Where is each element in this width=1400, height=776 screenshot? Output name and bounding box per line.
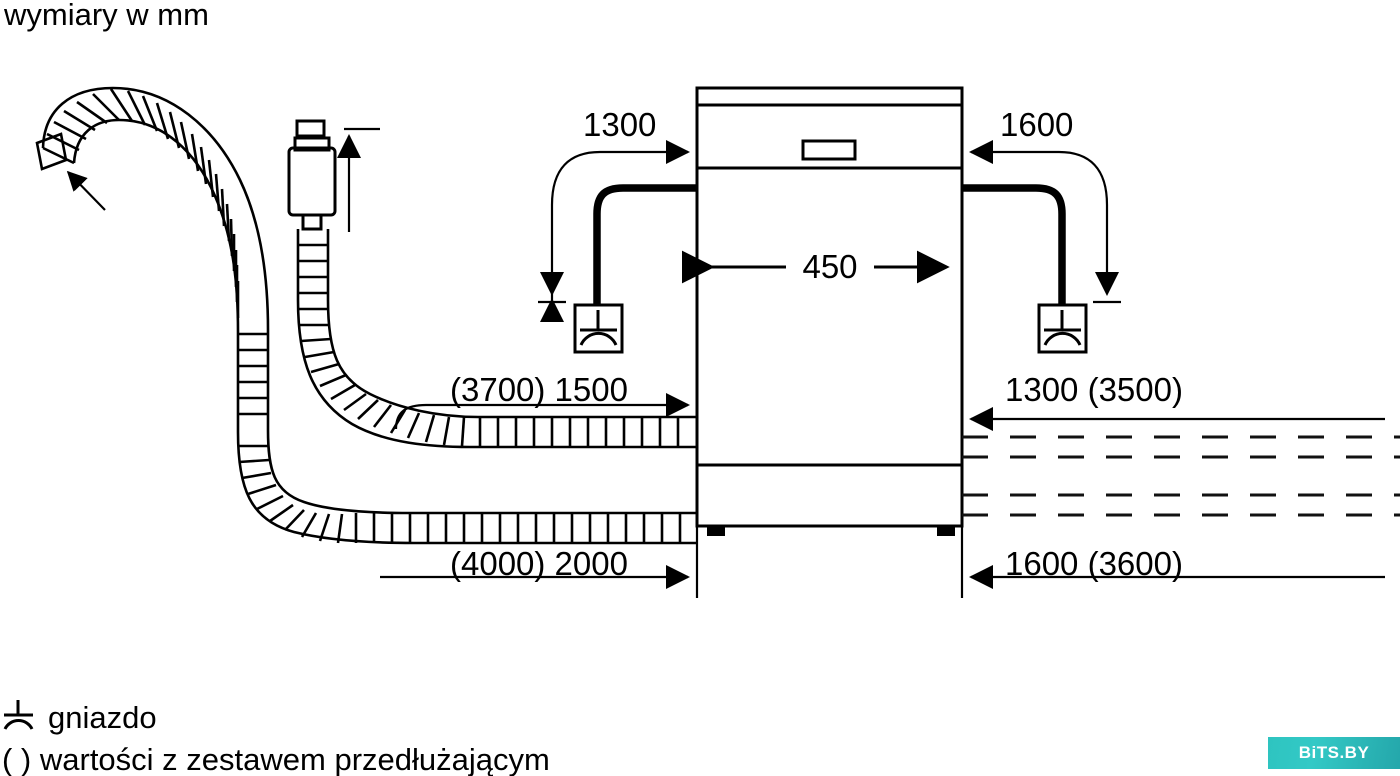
drain-hose-left-lower-run	[236, 429, 697, 545]
inlet-hose-left-corrugated	[296, 229, 697, 449]
aquastop-body	[287, 146, 337, 217]
aquastop-collar	[293, 136, 331, 152]
dimension-top-right-1600: 1600	[968, 106, 1121, 304]
dim-1300-arrowhead-down	[540, 272, 564, 296]
right-hoses-dashed	[962, 435, 1400, 517]
socket-right-arc	[1043, 331, 1082, 346]
dimension-top-left-1300: 1300	[538, 106, 691, 323]
legend-extension-label: ( ) wartości z zestawem przedłużającym	[2, 742, 550, 776]
dimension-mid-right: 1300 (3500)	[968, 371, 1385, 432]
appliance-outline	[695, 86, 964, 536]
dimension-mid-right-label: 1300 (3500)	[1005, 371, 1183, 408]
watermark-label: BiTS.BY	[1298, 743, 1370, 762]
dimension-bottom-left: (4000) 2000	[380, 527, 699, 598]
appliance-door-body	[695, 166, 964, 467]
width-dimension-label: 450	[802, 248, 857, 285]
hose-end-arrow-line	[66, 170, 106, 211]
power-socket-left	[573, 303, 624, 354]
site-watermark: BiTS.BY	[1268, 737, 1400, 769]
appliance-display-window	[801, 139, 857, 161]
dimension-mid-left: (3700) 1500	[394, 371, 691, 430]
power-socket-right	[1037, 303, 1088, 354]
dimension-mid-left-label: (3700) 1500	[450, 371, 628, 408]
width-dimension-450: 450	[681, 248, 950, 285]
aquastop-outlet	[301, 213, 323, 231]
aquastop-valve-box	[287, 119, 380, 232]
dimension-bottom-left-label: (4000) 2000	[450, 545, 628, 582]
appliance-base-plinth	[695, 463, 964, 528]
legend-socket-arc-icon	[3, 719, 34, 730]
dim-1600-curve	[968, 139, 1109, 293]
page-title: wymiary w mm	[3, 0, 209, 32]
socket-left-arc	[579, 331, 618, 346]
dim-1300-curve	[550, 139, 691, 293]
dimension-top-left-label: 1300	[583, 106, 656, 143]
socket-right-box	[1037, 303, 1088, 354]
legend-socket-symbol	[3, 700, 34, 730]
dim-1600-arrowhead-down	[1095, 272, 1119, 296]
dimension-bottom-right: 1600 (3600)	[960, 527, 1385, 598]
power-cord-left	[593, 184, 697, 305]
power-cord-right	[962, 184, 1066, 305]
dimension-top-right-label: 1600	[1000, 106, 1073, 143]
appliance-foot-left	[707, 526, 725, 536]
appliance-top-lid	[695, 86, 964, 107]
legend-socket-label: gniazdo	[48, 700, 157, 735]
aquastop-connector	[295, 119, 326, 138]
socket-left-box	[573, 303, 624, 354]
dim-mid-left-line	[394, 392, 691, 430]
appliance-foot-right	[937, 526, 955, 536]
dimension-bottom-right-label: 1600 (3600)	[1005, 545, 1183, 582]
drain-hose-left-upper-loop	[35, 86, 270, 432]
hose-end-pointer-arrow	[66, 170, 106, 211]
